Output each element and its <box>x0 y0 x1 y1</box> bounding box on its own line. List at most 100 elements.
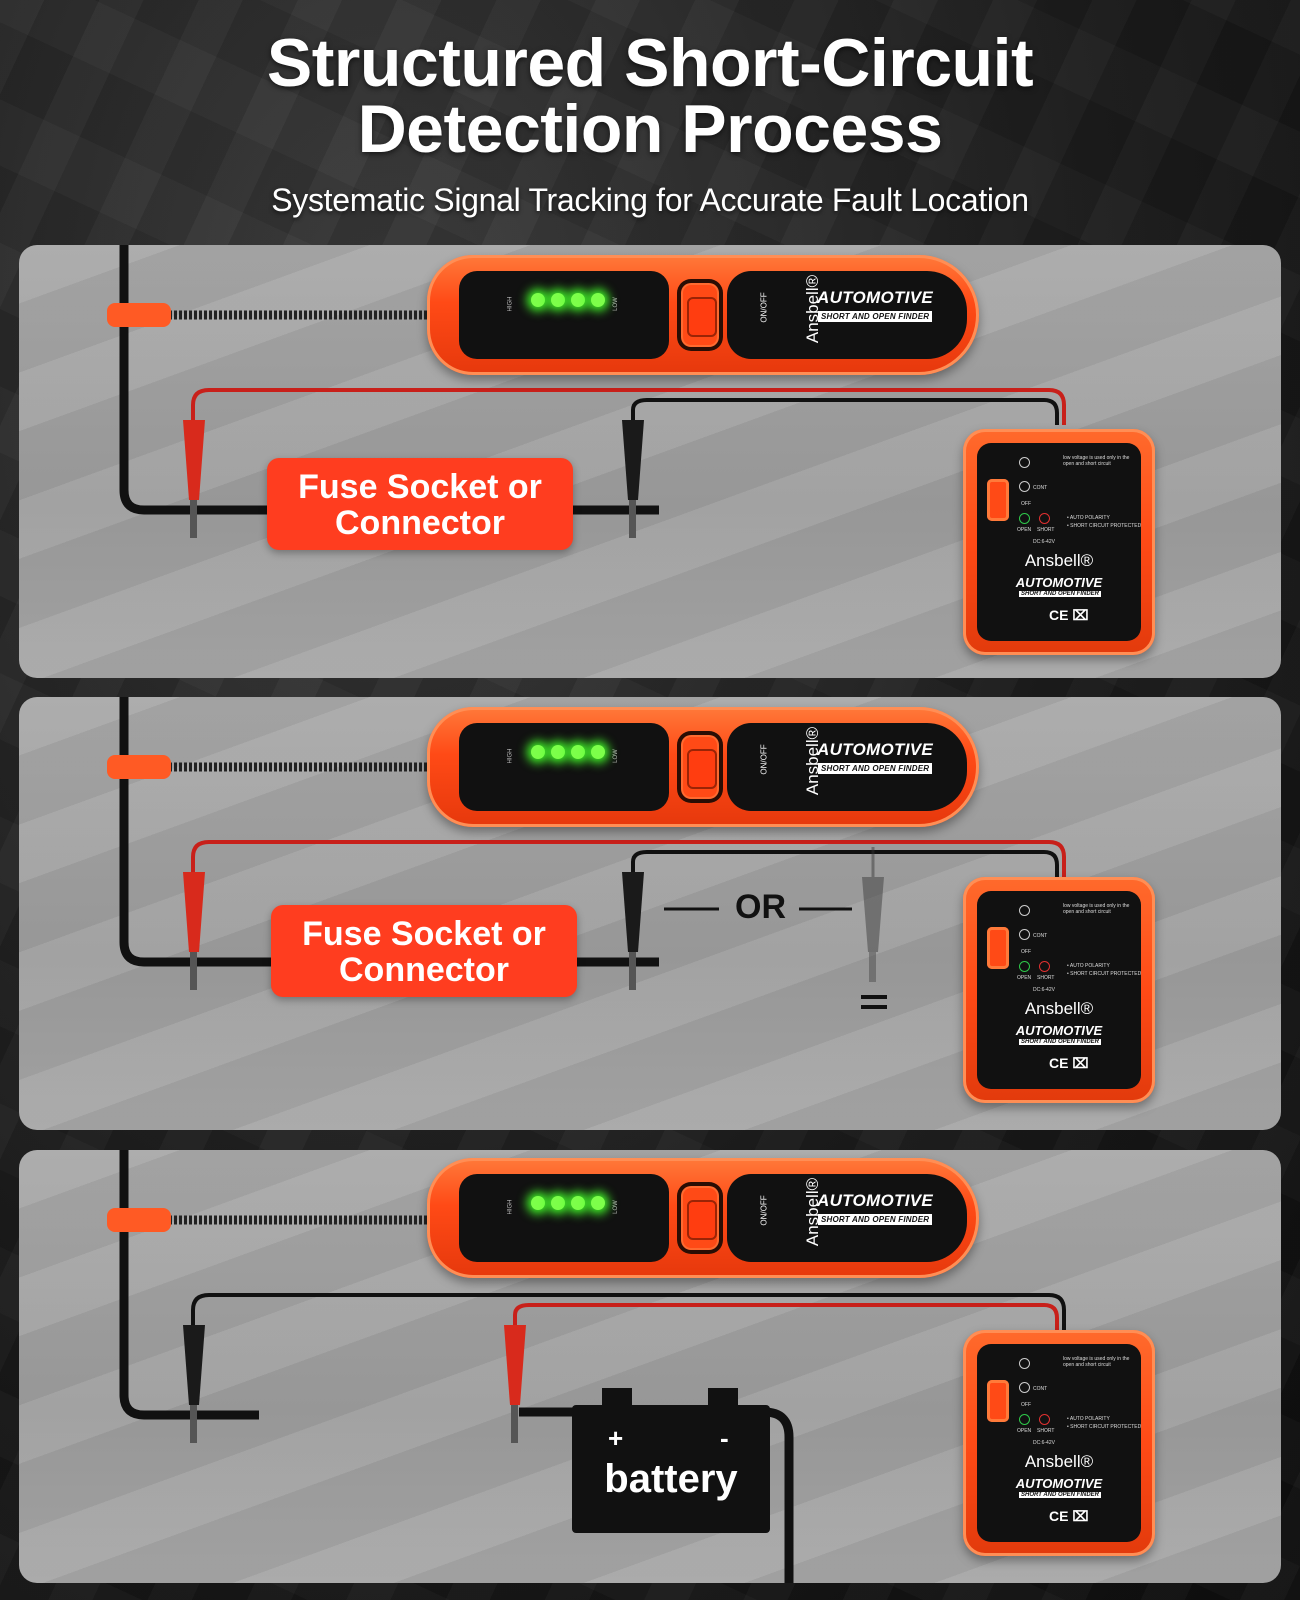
high-label: HIGH <box>507 296 514 312</box>
ce-mark-icon: CE ⌧ <box>1049 1508 1089 1524</box>
cont-label: CONT <box>1033 485 1048 491</box>
off-label: OFF <box>1021 949 1031 955</box>
probe-brand: Ansbell® <box>803 274 823 344</box>
cont-dot-icon <box>1019 481 1030 492</box>
red-clip-icon <box>504 1325 526 1443</box>
cont-label: CONT <box>1033 933 1048 939</box>
receiver-face <box>977 1344 1141 1542</box>
cont-dot-icon <box>1019 929 1030 940</box>
led-3 <box>571 1196 585 1210</box>
probe-model: AUTOMOTIVE <box>817 740 934 759</box>
indicator-dot-icon <box>1019 1358 1030 1369</box>
onoff-label: ON/OFF <box>759 292 769 323</box>
low-label: LOW <box>612 1200 619 1214</box>
red-clip-icon <box>183 420 205 538</box>
title-line-2: Detection Process <box>357 91 943 167</box>
onoff-label: ON/OFF <box>759 744 769 775</box>
step-panel-3: + - battery HIGH LOW ON/OFF Ansbell® AUT… <box>19 1150 1281 1583</box>
receiver-device: low voltage is used only in the open and… <box>963 877 1155 1103</box>
led-4 <box>591 1196 605 1210</box>
probe-screen: HIGH LOW <box>459 1174 669 1262</box>
receiver-switch[interactable] <box>987 479 1009 521</box>
title-line-1: Structured Short-Circuit <box>266 25 1034 101</box>
open-dot-icon <box>1019 1414 1030 1425</box>
short-protected-label: • SHORT CIRCUIT PROTECTED <box>1067 1424 1142 1430</box>
off-label: OFF <box>1021 1402 1031 1408</box>
led-2 <box>551 1196 565 1210</box>
probe-model-sub: SHORT AND OPEN FINDER <box>818 311 933 322</box>
led-3 <box>571 293 585 307</box>
led-2 <box>551 745 565 759</box>
indicator-dot-icon <box>1019 457 1030 468</box>
voltage-label: DC:6-42V <box>1033 1440 1055 1446</box>
probe-power-button[interactable] <box>677 1182 723 1254</box>
receiver-model-sub: SHORT AND OPEN FINDER <box>1019 591 1102 597</box>
black-clip-icon <box>183 1325 205 1443</box>
open-dot-icon <box>1019 961 1030 972</box>
high-label: HIGH <box>507 748 514 764</box>
fuse-label-line1: Fuse Socket or <box>302 915 546 953</box>
ce-mark-icon: CE ⌧ <box>1049 1055 1089 1071</box>
probe-tip-icon <box>107 1208 171 1232</box>
probe-power-button[interactable] <box>677 731 723 803</box>
onoff-label: ON/OFF <box>759 1195 769 1226</box>
receiver-switch[interactable] <box>987 1380 1009 1422</box>
led-3 <box>571 745 585 759</box>
receiver-device: low voltage is used only in the open and… <box>963 1330 1155 1556</box>
probe-tip-icon <box>107 755 171 779</box>
probe-power-button[interactable] <box>677 279 723 351</box>
wiring-diagram <box>107 697 1066 1009</box>
open-label: OPEN <box>1017 1428 1032 1434</box>
receiver-model-sub: SHORT AND OPEN FINDER <box>1019 1492 1102 1498</box>
led-4 <box>591 745 605 759</box>
cont-dot-icon <box>1019 1382 1030 1393</box>
led-1 <box>531 745 545 759</box>
black-clip-icon <box>622 872 644 990</box>
auto-polarity-label: • AUTO POLARITY <box>1067 1416 1110 1422</box>
battery-icon: + - battery <box>572 1388 770 1533</box>
receiver-switch[interactable] <box>987 927 1009 969</box>
receiver-note: low voltage is used only in the open and… <box>1063 903 1130 915</box>
receiver-note: low voltage is used only in the open and… <box>1063 455 1130 467</box>
probe-tip-icon <box>107 303 171 327</box>
receiver-note: low voltage is used only in the open and… <box>1063 1356 1130 1368</box>
wiring-diagram <box>107 245 1066 538</box>
fuse-label-line2: Connector <box>335 504 505 542</box>
led-1 <box>531 1196 545 1210</box>
receiver-brand: Ansbell® <box>1024 1452 1094 1471</box>
voltage-label: DC:6-42V <box>1033 539 1055 545</box>
red-clip-icon <box>183 872 205 990</box>
indicator-dot-icon <box>1019 905 1030 916</box>
probe-brand: Ansbell® <box>803 726 823 796</box>
receiver-model: AUTOMOTIVE <box>1015 1023 1103 1038</box>
page-subtitle: Systematic Signal Tracking for Accurate … <box>271 182 1029 218</box>
wiring-diagram <box>107 1150 1066 1583</box>
fuse-socket-label: Fuse Socket or Connector <box>267 458 573 550</box>
off-label: OFF <box>1021 501 1031 507</box>
step-panel-2: Fuse Socket or Connector OR HIGH LOW ON/… <box>19 697 1281 1130</box>
ground-symbol-icon <box>861 995 887 1009</box>
led-4 <box>591 293 605 307</box>
battery-terminal-positive <box>602 1388 632 1406</box>
step-panel-1: Fuse Socket or Connector HIGH LOW ON/OFF… <box>19 245 1281 678</box>
page-title: Structured Short-Circuit Detection Proce… <box>0 25 1300 167</box>
probe-model-sub: SHORT AND OPEN FINDER <box>818 1214 933 1225</box>
probe-device: HIGH LOW ON/OFF Ansbell® AUTOMOTIVE SHOR… <box>427 1158 979 1278</box>
receiver-model: AUTOMOTIVE <box>1015 1476 1103 1491</box>
receiver-brand: Ansbell® <box>1024 551 1094 570</box>
black-clip-icon <box>622 420 644 538</box>
open-label: OPEN <box>1017 975 1032 981</box>
receiver-face <box>977 891 1141 1089</box>
led-1 <box>531 293 545 307</box>
open-dot-icon <box>1019 513 1030 524</box>
short-label: SHORT <box>1037 975 1055 981</box>
short-protected-label: • SHORT CIRCUIT PROTECTED <box>1067 523 1142 529</box>
battery-label: battery <box>604 1457 738 1501</box>
battery-terminal-negative <box>708 1388 738 1406</box>
short-protected-label: • SHORT CIRCUIT PROTECTED <box>1067 971 1142 977</box>
fuse-label-line1: Fuse Socket or <box>298 468 542 506</box>
led-2 <box>551 293 565 307</box>
probe-model-sub: SHORT AND OPEN FINDER <box>818 763 933 774</box>
probe-model: AUTOMOTIVE <box>817 288 934 307</box>
probe-screen: HIGH LOW <box>459 723 669 811</box>
